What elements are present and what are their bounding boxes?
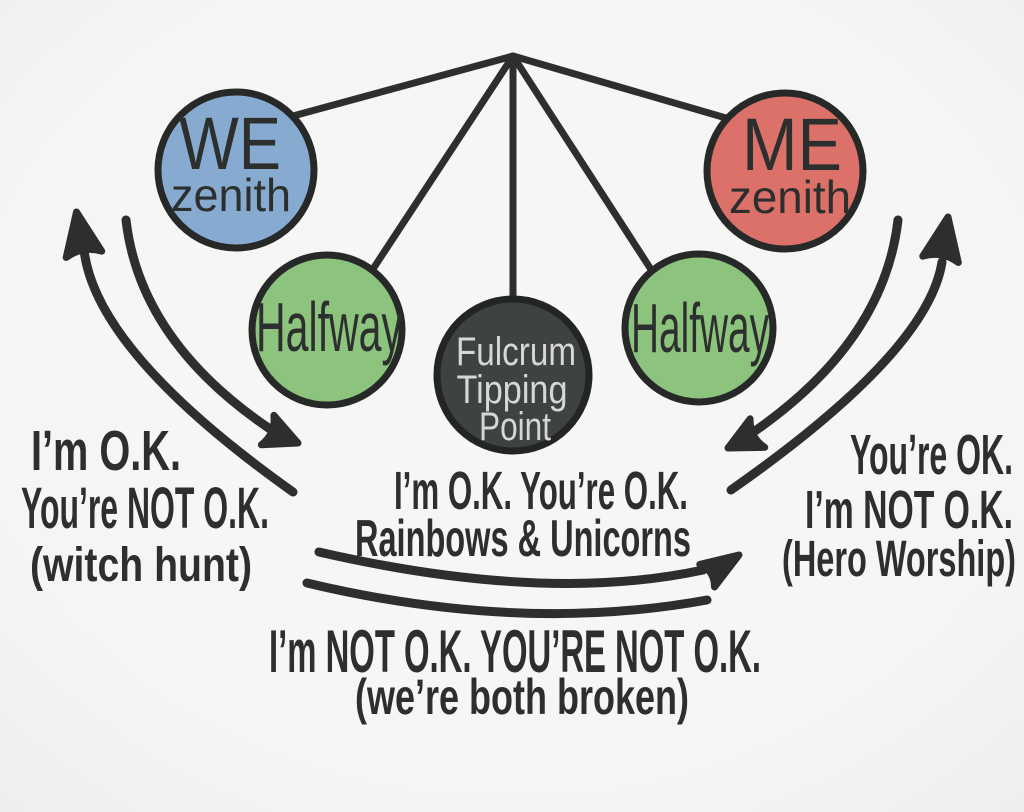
svg-text:(Hero Worship): (Hero Worship) (782, 530, 1016, 587)
svg-text:(we’re both broken): (we’re both broken) (355, 669, 689, 725)
svg-text:zenith: zenith (171, 169, 291, 221)
svg-text:Halfway: Halfway (256, 288, 402, 366)
svg-text:You’re OK.: You’re OK. (850, 423, 1013, 487)
svg-text:I’m O.K.: I’m O.K. (31, 419, 181, 483)
svg-text:ME: ME (742, 103, 842, 186)
svg-text:You’re NOT O.K.: You’re NOT O.K. (21, 476, 269, 541)
svg-text:I’m NOT O.K. YOU’RE NOT O.K.: I’m NOT O.K. YOU’RE NOT O.K. (269, 618, 761, 685)
svg-text:Fulcrum: Fulcrum (456, 330, 576, 374)
svg-text:Tipping: Tipping (457, 368, 568, 412)
svg-text:I’m NOT O.K.: I’m NOT O.K. (805, 480, 1013, 540)
svg-text:Halfway: Halfway (631, 289, 769, 367)
svg-text:(witch hunt): (witch hunt) (30, 539, 252, 592)
svg-text:Point: Point (479, 405, 551, 449)
svg-text:I’m O.K. You’re O.K.: I’m O.K. You’re O.K. (394, 461, 688, 521)
svg-text:zenith: zenith (729, 171, 851, 223)
svg-text:WE: WE (179, 102, 281, 185)
svg-text:Rainbows & Unicorns: Rainbows & Unicorns (355, 510, 691, 568)
